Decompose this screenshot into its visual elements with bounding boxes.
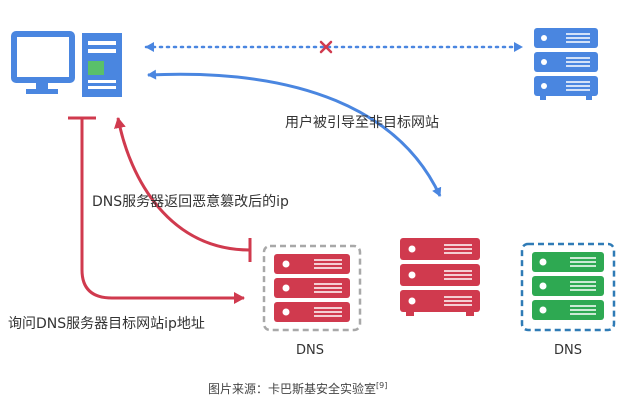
legit-dns-server-icon: [532, 252, 604, 320]
redirect-arrow: [147, 69, 442, 197]
query-arrow: [80, 118, 245, 304]
client-computer-icon: [11, 31, 122, 97]
figure-caption: 图片来源：卡巴斯基安全实验室[9]: [208, 377, 387, 398]
legit-dns-server-frame: [520, 242, 616, 332]
cross-mark-icon: [319, 40, 333, 54]
dns-server-icon: [274, 254, 350, 322]
dns-legit-label: DNS: [554, 343, 582, 358]
malicious-server-icon: [400, 238, 480, 316]
target-server-icon: [534, 28, 598, 100]
figure-caption-ref: [9]: [376, 381, 388, 390]
tampered-reply-arrow: [114, 117, 251, 252]
dns-local-label: DNS: [296, 343, 324, 358]
query-label: 询问DNS服务器目标网站ip地址: [8, 316, 205, 332]
dns-server-frame: [262, 244, 362, 332]
tampered-reply-label: DNS服务器返回恶意篡改后的ip: [92, 194, 289, 210]
redirect-label: 用户被引导至非目标网站: [285, 115, 439, 131]
figure-caption-text: 图片来源：卡巴斯基安全实验室: [208, 382, 377, 396]
